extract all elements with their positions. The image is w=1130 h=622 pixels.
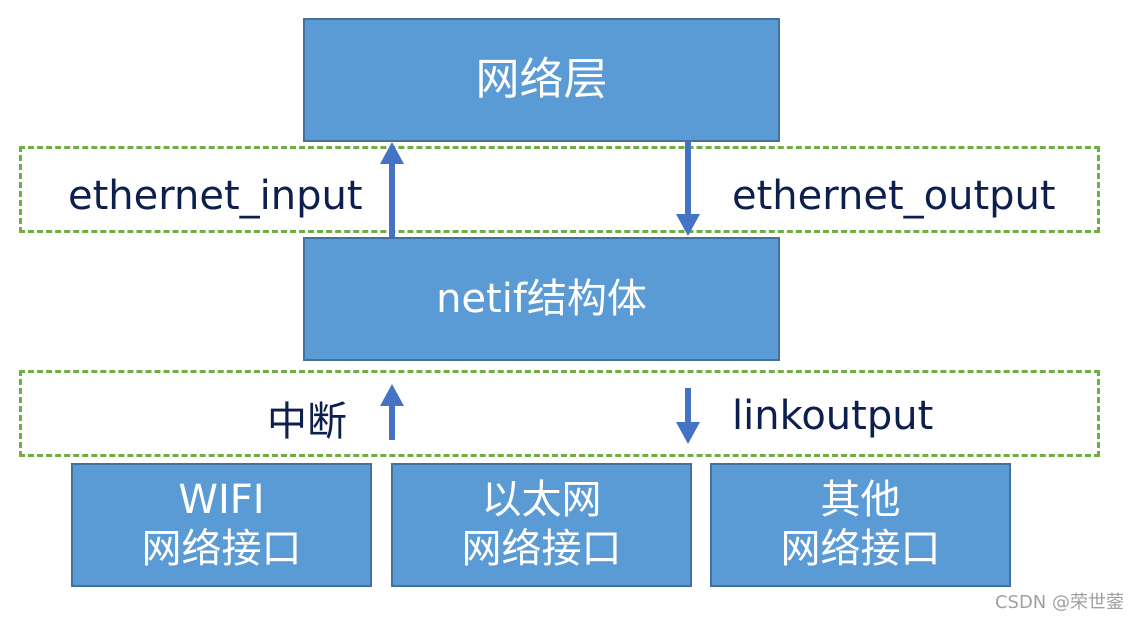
netif-label: netif结构体 — [436, 275, 647, 322]
interface-line2: 网络接口 — [780, 526, 941, 572]
ethernet-interface-box: 以太网 网络接口 — [391, 463, 692, 587]
interface-line2: 网络接口 — [461, 526, 622, 572]
wifi-interface-box: WIFI 网络接口 — [71, 463, 372, 587]
interface-line2: 网络接口 — [141, 526, 302, 572]
ethernet-output-down-arrow — [676, 142, 700, 236]
interrupt-up-arrow — [380, 384, 404, 440]
interface-line1: WIFI — [178, 477, 265, 524]
interface-line1: 以太网 — [481, 477, 602, 524]
lower-dashed-band — [19, 370, 1100, 457]
interrupt-label: 中断 — [267, 399, 347, 445]
interface-line1: 其他 — [820, 477, 901, 524]
ethernet-input-up-arrow — [380, 142, 404, 237]
watermark: CSDN @荣世蓥 — [994, 592, 1124, 613]
ethernet-input-label: ethernet_input — [68, 173, 363, 219]
network-layer-box: 网络层 — [303, 18, 780, 142]
network-layer-label: 网络层 — [475, 54, 608, 106]
ethernet-output-label: ethernet_output — [732, 173, 1056, 219]
linkoutput-down-arrow — [676, 388, 700, 444]
netif-box: netif结构体 — [303, 237, 780, 361]
other-interface-box: 其他 网络接口 — [710, 463, 1011, 587]
upper-dashed-band — [19, 146, 1100, 233]
linkoutput-label: linkoutput — [732, 393, 934, 439]
